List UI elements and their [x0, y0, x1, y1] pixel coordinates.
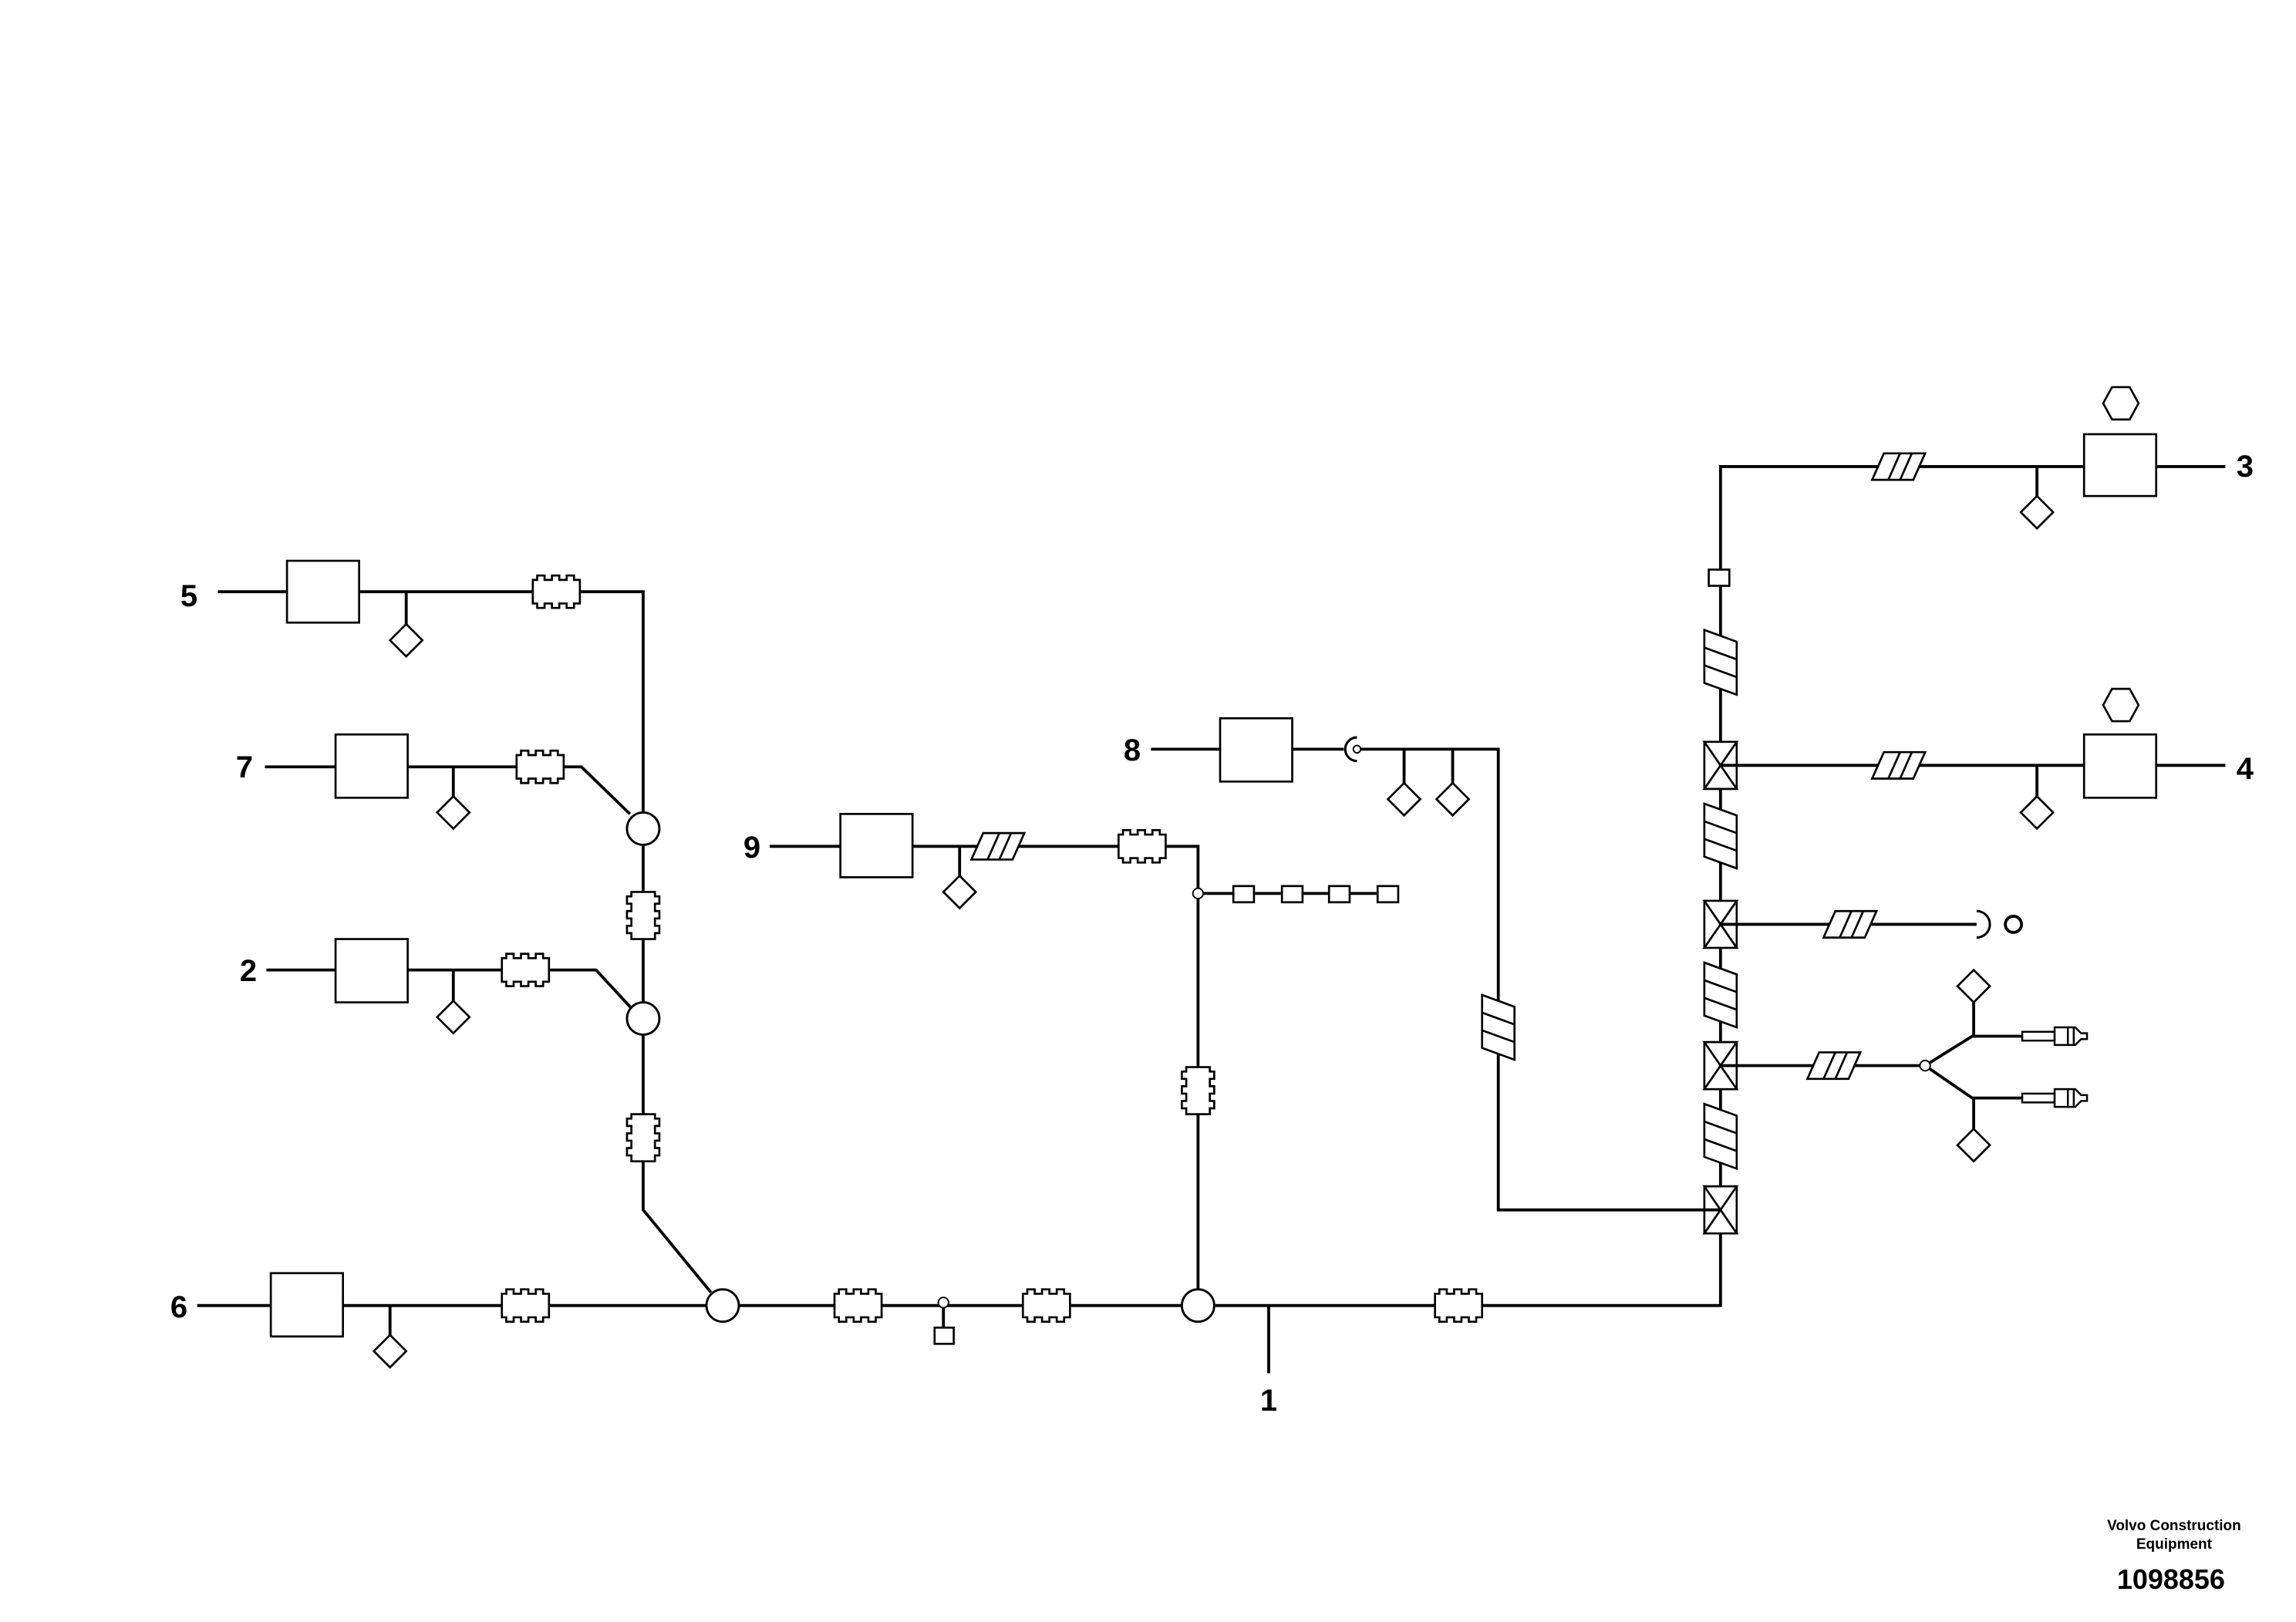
- callout-8: 8: [1124, 733, 1141, 767]
- junction-circles: [625, 811, 2024, 1324]
- callout-4: 4: [2237, 752, 2254, 786]
- connector-box-8: [1219, 717, 1293, 783]
- junction-node: [1180, 1288, 1215, 1324]
- diamond-tags: [373, 494, 2055, 1369]
- terminal-plugs: [2021, 1026, 2089, 1108]
- connector-boxes: [269, 433, 2158, 1345]
- junction-node: [625, 1001, 661, 1036]
- junction-node: [625, 811, 661, 846]
- small-block: [1708, 568, 1731, 587]
- connector-box-7: [334, 733, 409, 799]
- footer-drawing-number: 1098856: [2117, 1563, 2225, 1595]
- ring-terminal: [2004, 915, 2024, 934]
- socket-arcs: [1344, 736, 1991, 939]
- small-block: [1376, 885, 1400, 904]
- connector-box-4: [2082, 733, 2158, 799]
- corrugated-sleeves: [501, 574, 1484, 1324]
- callout-3: 3: [2237, 450, 2254, 484]
- callout-7: 7: [236, 750, 253, 784]
- connector-box-6: [269, 1272, 344, 1338]
- connector-box-9: [839, 812, 914, 878]
- callout-2: 2: [240, 954, 257, 988]
- small-block: [1232, 885, 1256, 904]
- connector-box-3: [2082, 433, 2158, 497]
- harness-wires: [197, 465, 2226, 1374]
- splice-point: [937, 1297, 949, 1309]
- footer-company-line1: Volvo Construction: [2107, 1518, 2241, 1534]
- connector-box-5: [285, 559, 360, 624]
- splice-point: [1919, 1060, 1931, 1072]
- callout-9: 9: [743, 831, 760, 865]
- small-block: [933, 1326, 955, 1345]
- splice-point: [1192, 887, 1205, 900]
- small-block: [1327, 885, 1351, 904]
- callout-6: 6: [170, 1290, 187, 1324]
- callout-labels: 5 7 2 6 9 8 1 3 4 Volvo Construction Equ…: [170, 450, 2254, 1595]
- callout-5: 5: [180, 579, 197, 613]
- footer-company-line2: Equipment: [2136, 1536, 2213, 1553]
- small-block: [1280, 885, 1304, 904]
- callout-1: 1: [1260, 1384, 1277, 1418]
- junction-node: [705, 1288, 740, 1324]
- connector-box-2: [334, 938, 409, 1003]
